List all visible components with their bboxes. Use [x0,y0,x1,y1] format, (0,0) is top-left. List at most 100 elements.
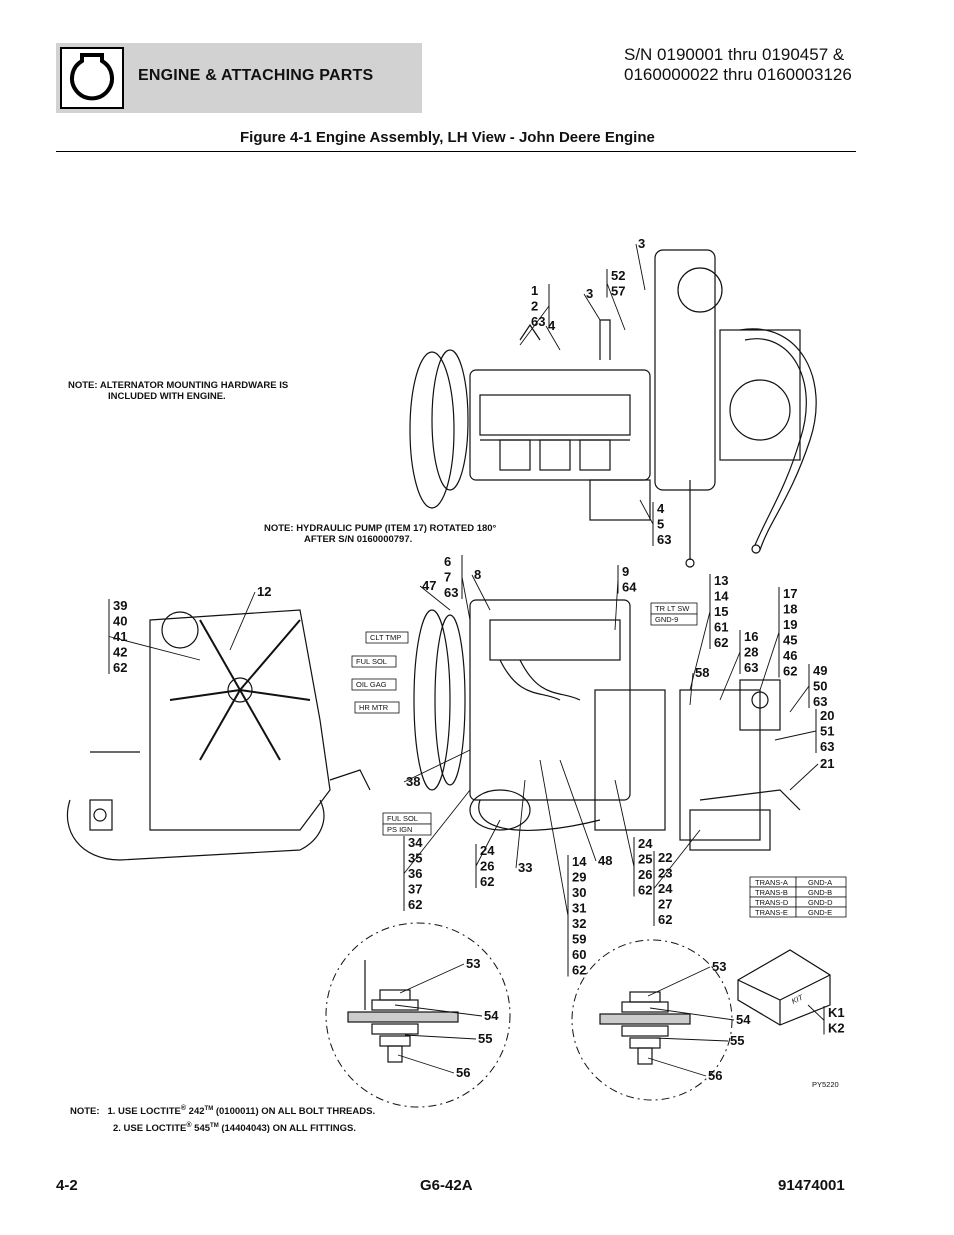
callout-number: 18 [783,602,797,617]
callout-number: 28 [744,645,758,660]
callout-number: 47 [422,578,436,593]
header-rule [56,151,856,152]
callout-c-56b: 56 [647,1057,722,1083]
callout-number: 4 [548,318,556,333]
callout-number: 25 [638,852,652,867]
callout-c-56a: 56 [397,1054,470,1080]
callout-number: 14 [714,589,729,604]
wire-tag-oil_gag: OIL GAG [356,680,387,689]
callout-number: 38 [406,774,420,789]
wire-tag-tr_lt_sw: TR LT SW [655,604,690,613]
callout-c-38: 38 [403,749,471,789]
callout-number: 7 [444,570,451,585]
callout-c-55b: 55 [654,1033,744,1048]
callout-number: 58 [695,665,709,680]
callout-number: 52 [611,268,625,283]
callout-number: 62 [783,664,797,679]
figure-title: Figure 4-1 Engine Assembly, LH View - Jo… [240,129,655,146]
registered-mark: ® [180,1105,187,1112]
callout-c-53a: 53 [399,956,480,994]
callout-number: 32 [572,916,586,931]
callout-number: 56 [708,1068,722,1083]
engine-side-view [413,599,801,851]
callout-c-47: 47 [419,578,451,611]
wire-tag-hr_mtr: HR MTR [359,703,389,712]
loctite-2-detail: (14404043) ON ALL FITTINGS. [218,1123,356,1135]
callout-c-54b: 54 [649,1007,751,1027]
callout-number: 36 [408,866,422,881]
note-loctite-prefix: NOTE: [70,1106,100,1118]
callout-number: 3 [638,236,645,251]
registered-mark: ® [186,1122,192,1130]
trans-label: TRANS-B [755,888,788,897]
note-alternator: NOTE: ALTERNATOR MOUNTING HARDWARE IS IN… [68,380,288,402]
callout-number: 63 [657,532,671,547]
callout-c-8: 8 [471,567,491,611]
engine-front-view [66,609,371,861]
section-title: ENGINE & ATTACHING PARTS [138,67,374,84]
callout-number: 63 [820,739,834,754]
serial-range: S/N 0190001 thru 0190457 & 0160000022 th… [624,45,884,85]
callout-c-21: 21 [789,756,834,791]
note-alternator-line1: NOTE: ALTERNATOR MOUNTING HARDWARE IS [68,380,289,391]
callout-number: 9 [622,564,629,579]
loctite-1-number: 242 [186,1106,205,1118]
callout-number: 62 [408,897,422,912]
callout-number: 61 [714,620,728,635]
callout-number: 17 [783,586,797,601]
wire-tag-box [351,678,397,691]
callout-number: 59 [572,932,586,947]
wire-tag-ps_ign: PS IGN [387,825,412,834]
callout-number: 53 [466,956,480,971]
gnd-label: GND-E [808,908,832,917]
trademark-mark: TM [204,1106,214,1112]
callout-number: 4 [657,501,665,516]
note-hydraulic-pump: NOTE: HYDRAULIC PUMP (ITEM 17) ROTATED 1… [264,523,496,545]
callout-number: 30 [572,885,586,900]
callout-c-55a: 55 [404,1031,492,1046]
callout-number: 62 [572,963,586,978]
trans-label: TRANS-A [755,878,788,887]
wire-tag-box [382,823,432,836]
trans-label: TRANS-D [755,898,789,907]
callout-number: 16 [744,629,758,644]
callout-number: 63 [813,694,827,709]
callout-number: 54 [736,1012,751,1027]
callout-number: 27 [658,897,672,912]
callout-c-4: 4 [545,318,561,351]
callout-number: 15 [714,604,728,619]
callout-number: 62 [113,660,127,675]
callout-number: 37 [408,882,422,897]
callout-number: 54 [484,1008,499,1023]
engine-section-icon [60,47,124,109]
callout-number: 1 [531,283,538,298]
callout-number: 55 [730,1033,744,1048]
callout-number: 39 [113,598,127,613]
callout-number: 40 [113,614,127,629]
section-header: ENGINE & ATTACHING PARTS [56,43,422,113]
callout-number: 60 [572,947,586,962]
callout-number: 62 [714,635,728,650]
callout-c-3b: 3 [635,236,646,291]
callout-number: K2 [828,1021,845,1036]
wire-tag-box [354,701,400,714]
callout-number: 8 [474,567,481,582]
callout-number: 24 [638,836,653,851]
callout-number: 14 [572,854,587,869]
loctite-1-detail: (0100011) ON ALL BOLT THREADS. [213,1106,376,1118]
callout-number: 55 [478,1031,492,1046]
note-alternator-line2: INCLUDED WITH ENGINE. [108,391,226,402]
callout-number: 21 [820,756,834,771]
